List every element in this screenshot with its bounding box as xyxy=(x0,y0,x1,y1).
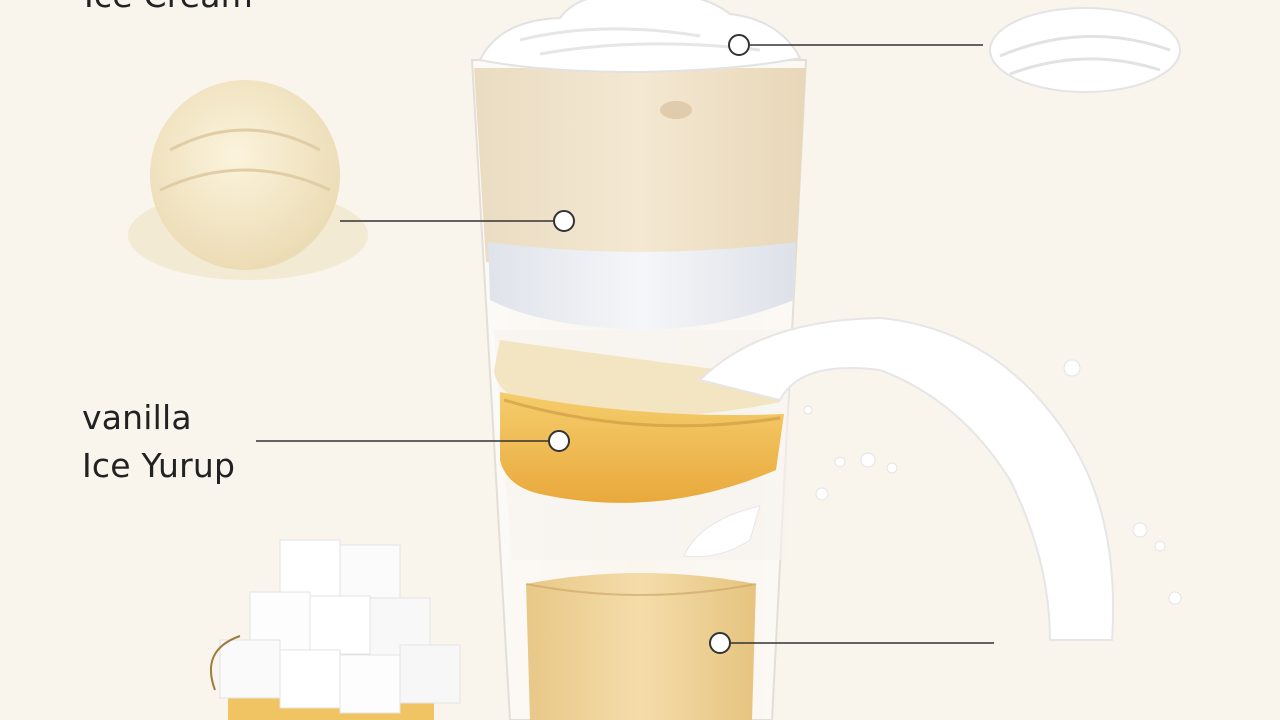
leader-line-base xyxy=(709,632,994,654)
leader-line-ice-cream xyxy=(340,210,575,232)
base-layer xyxy=(525,573,757,720)
label-ice-yurup: Ice Yurup xyxy=(82,446,236,485)
cream-layer xyxy=(474,68,806,272)
leader-line-whipped-cream xyxy=(728,34,983,56)
syrup-layer xyxy=(494,340,786,503)
label-vanilla: vanilla xyxy=(82,398,192,437)
ice-cream-scoop xyxy=(128,80,368,280)
sugar-cubes xyxy=(210,539,461,720)
milk-layer xyxy=(488,242,796,330)
milk-splash xyxy=(683,316,1182,641)
whipped-cream-swirl xyxy=(989,7,1181,93)
whipped-cream-topping xyxy=(478,0,802,74)
leader-line-syrup xyxy=(256,430,570,452)
label-ice-cream: Ice Cream xyxy=(84,0,253,18)
